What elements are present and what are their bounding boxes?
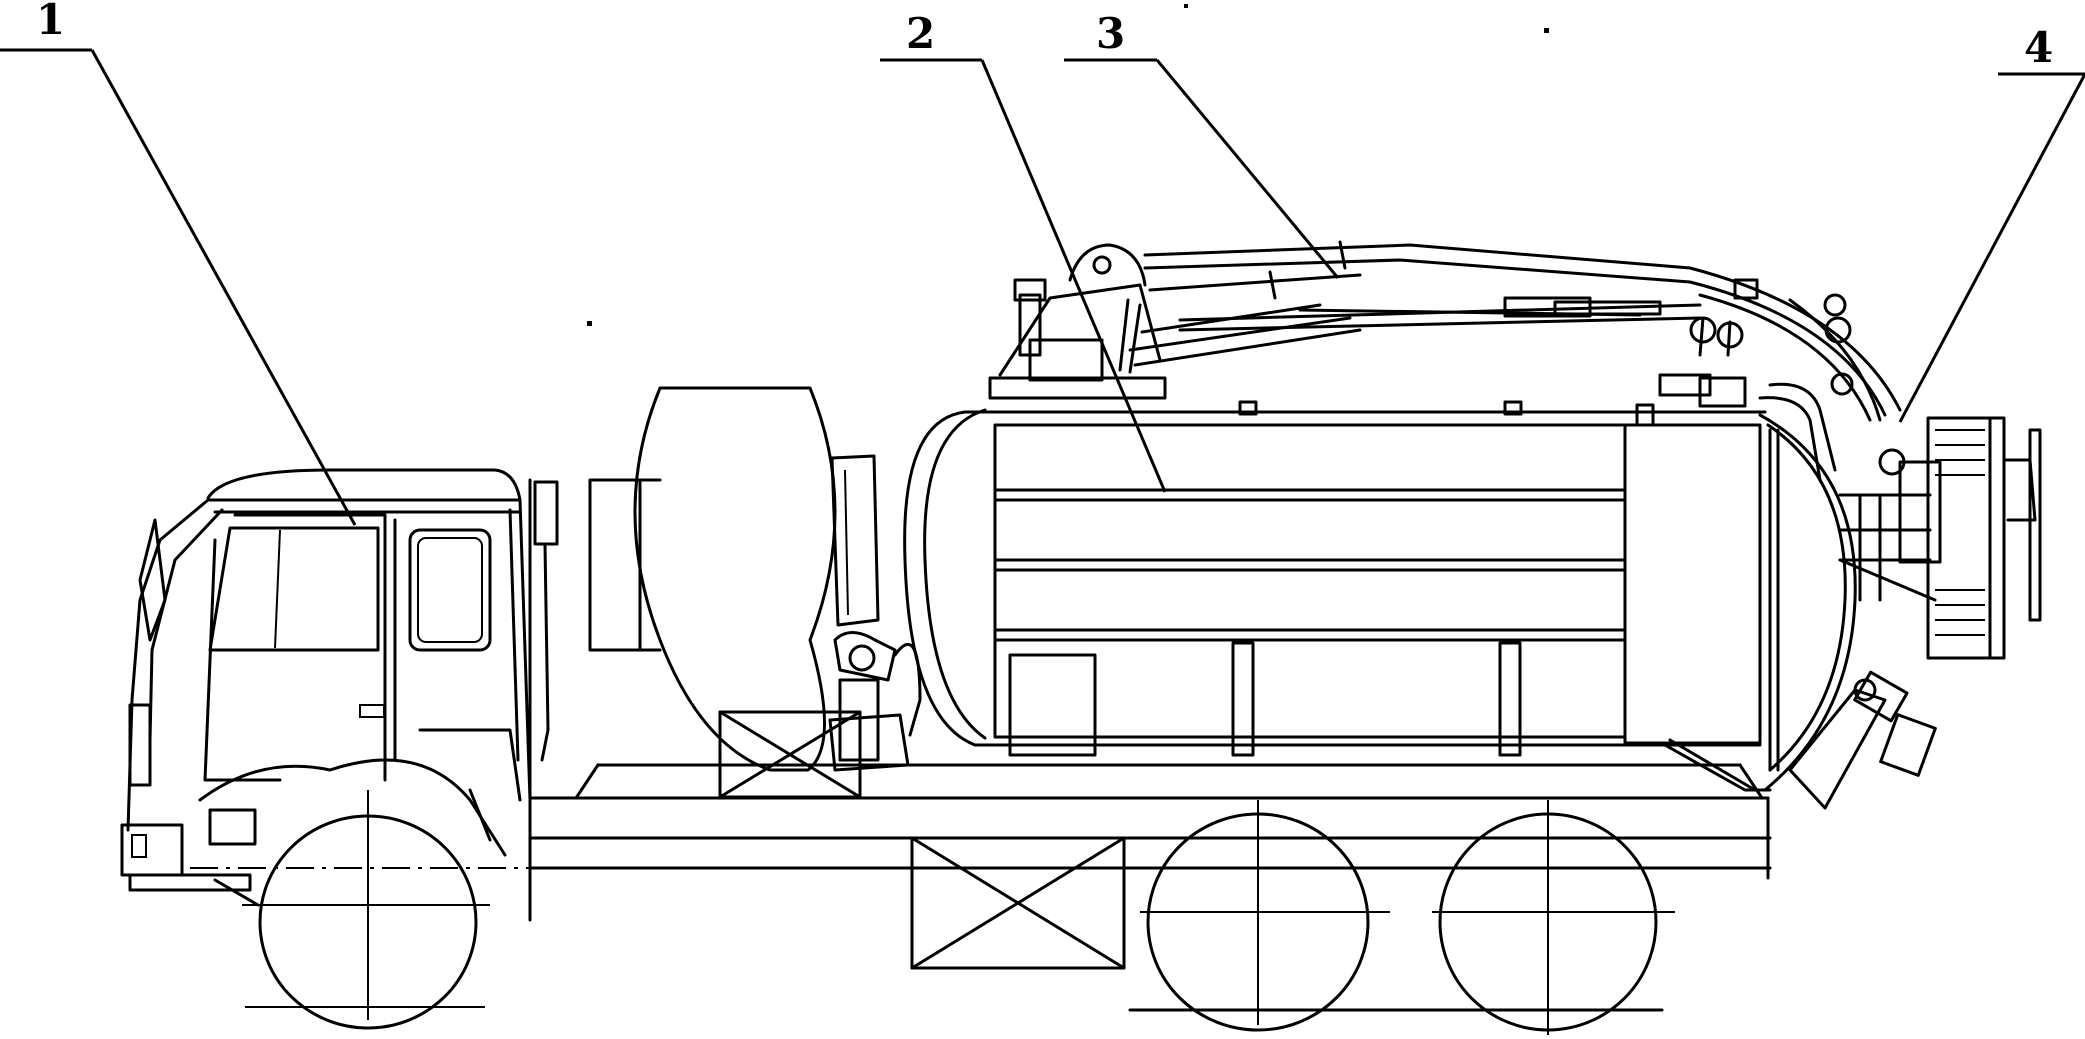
callout-3-leader — [1155, 59, 1340, 279]
rear-wheel-2 — [1432, 800, 1675, 1035]
crane-boom — [988, 240, 1902, 482]
print-specks — [587, 4, 1549, 326]
truck-cab — [120, 468, 559, 922]
callout-1: 1 — [0, 0, 357, 526]
vacuum-pump — [828, 454, 922, 772]
callout-2: 2 — [880, 9, 1167, 493]
callout-label-2: 2 — [906, 9, 935, 58]
callout-label-3: 3 — [1096, 9, 1125, 58]
callout-label-1: 1 — [36, 0, 65, 44]
water-tank — [588, 386, 862, 799]
front-wheel — [242, 790, 490, 1030]
rear-hose-reel — [1788, 416, 2042, 810]
callout-4-leader — [1898, 73, 2085, 423]
callout-2-leader — [980, 59, 1167, 493]
sewage-tank — [903, 400, 1857, 792]
callout-1-leader — [90, 49, 357, 526]
callout-3: 3 — [1064, 9, 1340, 279]
underbody-box — [910, 836, 1126, 970]
callout-label-4: 4 — [2024, 23, 2053, 72]
chassis-frame — [190, 738, 1772, 880]
rear-wheel-1 — [1140, 800, 1390, 1032]
callout-4: 4 — [1898, 23, 2085, 423]
